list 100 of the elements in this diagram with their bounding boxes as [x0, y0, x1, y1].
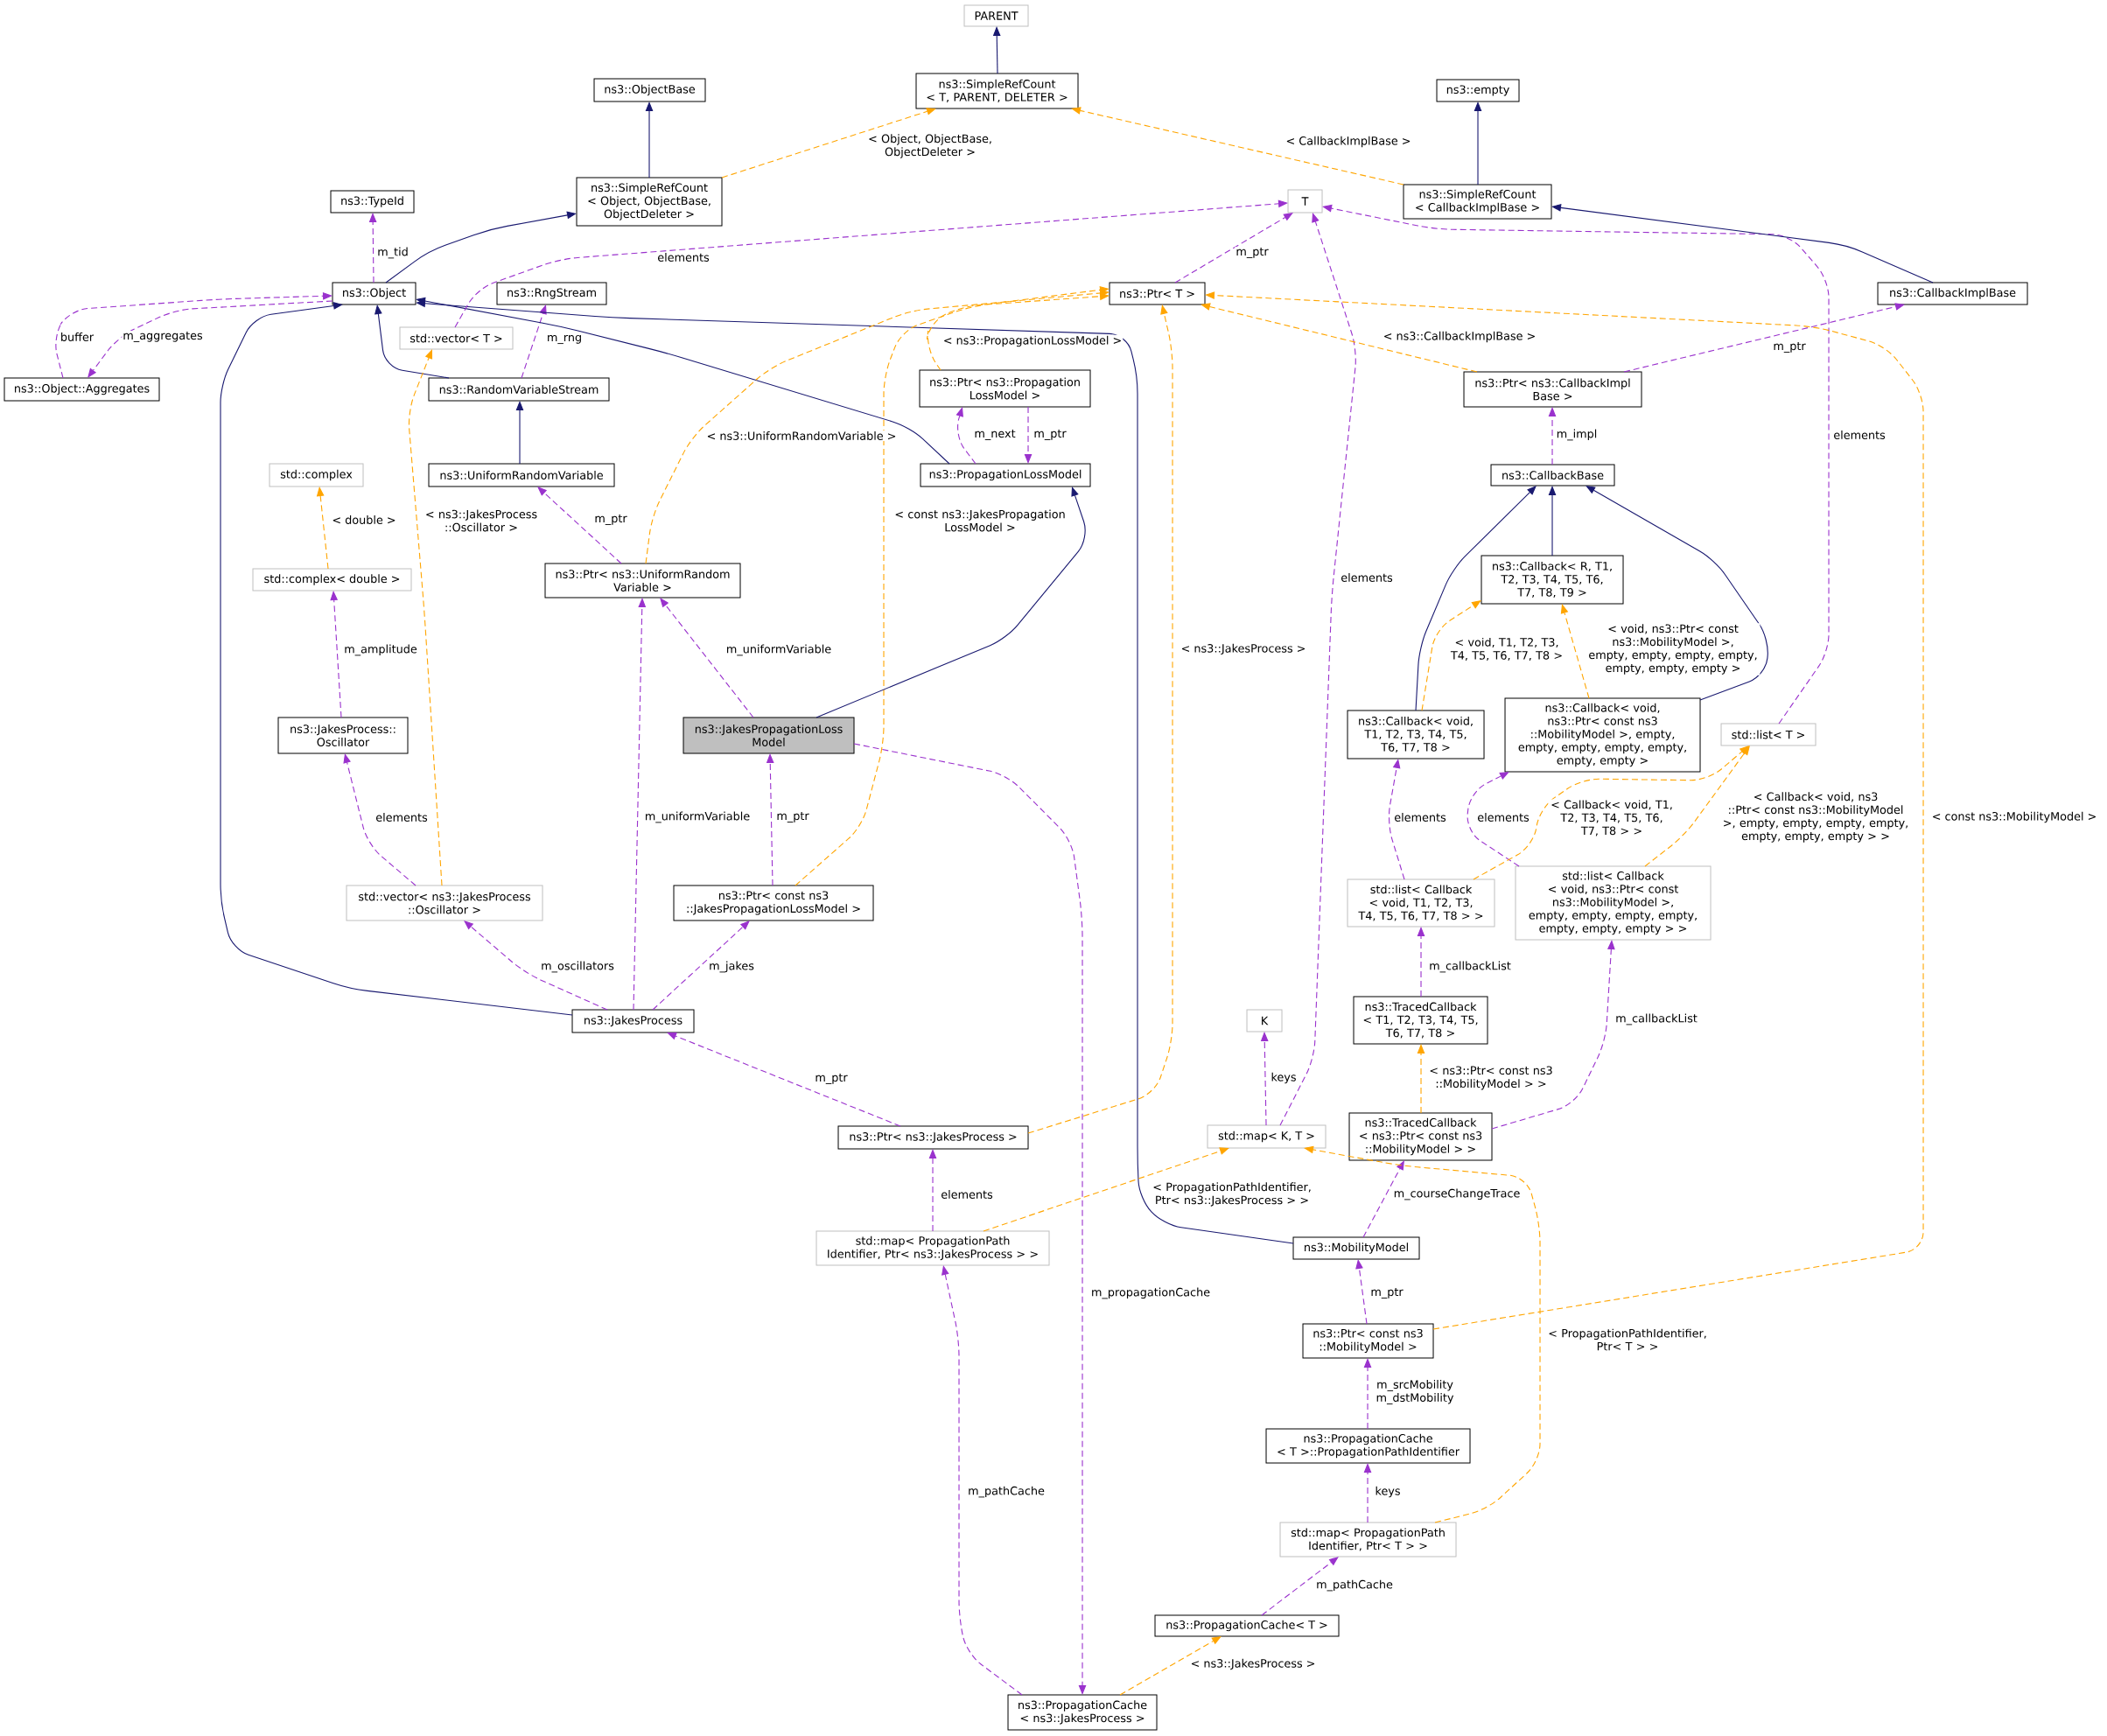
dashed-arrow	[1491, 940, 1615, 1130]
edge-label: < void, ns3::Ptr< const ns3::MobilityModel >, empty, empty, empty, empty, empty, empty, empty >	[1586, 623, 1760, 676]
edge-label: < PropagationPathIdentifier, Ptr< T > >	[1544, 1327, 1711, 1352]
dashed-arrow	[1417, 927, 1425, 998]
class-box: ns3::PropagationCache < T >::PropagationPathIdentifier	[1265, 1428, 1471, 1464]
edge-label: < ns3::PropagationLossModel >	[942, 334, 1124, 348]
dashed-arrow	[794, 286, 1110, 886]
arrow	[515, 401, 524, 465]
class-box: ns3::CallbackBase	[1490, 464, 1615, 486]
class-box: ns3::SimpleRefCount < CallbackImplBase >	[1403, 184, 1552, 220]
arrow	[1586, 486, 1768, 701]
class-box: ns3::Object	[332, 282, 416, 305]
edge-label: < Callback< void, ns3 ::Ptr< const ns3::MobilityModel >, empty, empty, empty, empty, empty, empty, empty > >	[1720, 791, 1911, 844]
class-box: ns3::MobilityModel	[1292, 1236, 1420, 1260]
arrow	[374, 304, 450, 379]
dashed-arrow	[1363, 1358, 1372, 1430]
dashed-arrow	[1027, 304, 1173, 1134]
dashed-arrow	[408, 349, 443, 886]
edge-label: m_impl	[1555, 428, 1599, 442]
edge-label: < ns3::Ptr< const ns3 ::MobilityModel > >	[1426, 1065, 1556, 1091]
dashed-arrow	[1355, 1259, 1368, 1325]
edge-label: m_aggregates	[122, 331, 204, 343]
class-box: ns3::SimpleRefCount < T, PARENT, DELETER >	[915, 73, 1079, 109]
dashed-arrow	[721, 108, 936, 178]
class-box: ns3::Ptr< ns3::JakesProcess >	[837, 1125, 1029, 1150]
dashed-arrow	[316, 486, 329, 570]
class-box: std::map< PropagationPath Identifier, Ptr< T > >	[1279, 1522, 1457, 1558]
class-box: ns3::RandomVariableStream	[428, 377, 610, 402]
edge-label: m_ptr	[775, 811, 810, 823]
edge-label: m_jakes	[708, 960, 755, 974]
edge-label: m_uniformVariable	[643, 810, 752, 824]
edge-label: m_callbackList	[1428, 960, 1512, 974]
arrow	[816, 486, 1086, 718]
edge-label: elements	[374, 812, 429, 822]
dashed-arrow	[1174, 213, 1293, 284]
dashed-arrow	[926, 292, 1110, 371]
edge-label: < double >	[331, 514, 397, 525]
dashed-arrow	[521, 304, 547, 379]
class-box: std::list< T >	[1720, 723, 1816, 746]
edge-label: elements	[1393, 812, 1447, 822]
dashed-arrow	[1644, 746, 1750, 867]
class-box: PARENT	[963, 4, 1029, 27]
edge-label: < const ns3::JakesPropagation LossModel >	[892, 508, 1068, 533]
dashed-arrow	[956, 407, 976, 465]
dashed-arrow	[660, 598, 754, 718]
arrow	[1548, 486, 1557, 556]
dashed-arrow	[343, 753, 416, 886]
edge-label: keys	[1374, 1485, 1402, 1499]
class-box: ns3::UniformRandomVariable	[428, 463, 615, 487]
arrow	[645, 102, 654, 178]
edge-label: m_ptr	[1772, 341, 1807, 354]
edge-label: m_ptr	[593, 514, 628, 526]
edge-label: elements	[940, 1189, 994, 1200]
edge-label: < const ns3::MobilityModel >	[1930, 810, 2098, 824]
dashed-arrow	[667, 1032, 901, 1127]
dashed-arrow	[537, 486, 622, 564]
class-box: std::vector< T >	[399, 326, 514, 350]
dashed-arrow	[55, 291, 332, 379]
edge-label: < ns3::JakesProcess ::Oscillator >	[422, 508, 541, 533]
edge-label: < CallbackImplBase >	[1284, 135, 1412, 149]
class-box: std::complex	[269, 463, 364, 487]
class-box: ns3::TracedCallback < ns3::Ptr< const ns3 ::MobilityModel > >	[1348, 1112, 1493, 1161]
class-box: ns3::TypeId	[330, 190, 415, 214]
arrow	[385, 211, 577, 284]
class-box: ns3::Ptr< ns3::Propagation LossModel >	[919, 369, 1091, 408]
dashed-arrow	[1304, 1145, 1541, 1523]
dashed-arrow	[1119, 1636, 1222, 1696]
dashed-arrow	[330, 591, 342, 718]
arrow	[1415, 486, 1536, 711]
edge-label: m_courseChangeTrace	[1392, 1187, 1522, 1201]
dashed-arrow	[1363, 1463, 1372, 1523]
arrow	[416, 297, 950, 465]
class-box: ns3::Ptr< T >	[1109, 282, 1206, 305]
dashed-arrow	[652, 920, 750, 1011]
edge-label: m_tid	[376, 246, 410, 260]
arrow	[220, 302, 573, 1016]
edge-label: m_oscillators	[540, 960, 615, 974]
edge-label: m_ptr	[1032, 429, 1068, 441]
edge-label: < ns3::JakesProcess >	[1180, 642, 1307, 656]
dashed-arrow	[1200, 303, 1478, 373]
edge-label: < Callback< void, T1, T2, T3, T4, T5, T6, T7, T8 > >	[1548, 799, 1676, 837]
dashed-arrow	[454, 200, 1288, 328]
class-box: ns3::Ptr< ns3::CallbackImpl Base >	[1463, 371, 1642, 408]
arrow	[992, 26, 1001, 74]
dashed-arrow	[1623, 303, 1905, 373]
edge-label: m_ptr	[1235, 247, 1270, 259]
class-box: ns3::empty	[1436, 79, 1520, 102]
dashed-arrow	[464, 920, 608, 1011]
class-box: ns3::Ptr< ns3::UniformRandom Variable >	[544, 563, 741, 598]
class-box: ns3::JakesProcess	[571, 1009, 695, 1033]
dashed-arrow	[1473, 746, 1749, 880]
class-box: ns3::PropagationLossModel	[920, 463, 1091, 487]
edge-label: elements	[1832, 430, 1886, 440]
edge-label: < ns3::CallbackImplBase >	[1382, 330, 1537, 344]
edge-label: m_propagationCache	[1090, 1286, 1212, 1300]
class-box: ns3::Object::Aggregates	[4, 377, 160, 402]
dashed-arrow	[368, 213, 377, 284]
class-box: K	[1246, 1009, 1283, 1032]
class-box: ns3::JakesProcess:: Oscillator	[277, 717, 409, 754]
edge-label: < PropagationPathIdentifier, Ptr< ns3::JakesProcess > >	[1149, 1181, 1315, 1208]
